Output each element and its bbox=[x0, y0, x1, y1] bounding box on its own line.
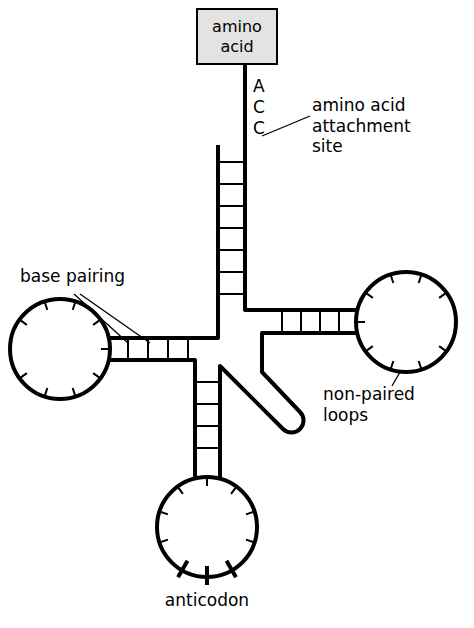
nucleotide-tick bbox=[45, 301, 48, 310]
nucleotide-tick bbox=[206, 477, 208, 486]
base-pair bbox=[187, 338, 189, 360]
anticodon-tick bbox=[205, 566, 209, 585]
base-pair bbox=[218, 227, 245, 229]
amino-acid-box: amino acid bbox=[196, 8, 278, 65]
anticodon-loop bbox=[157, 477, 257, 577]
base-pair bbox=[195, 403, 220, 405]
callout-label: anticodon bbox=[137, 590, 277, 611]
nucleotide-tick bbox=[101, 348, 110, 350]
nucleotide-letter: C bbox=[253, 118, 273, 139]
nucleotide-tick bbox=[45, 388, 48, 397]
nucleotide-tick bbox=[391, 361, 394, 370]
callout-label: amino acid attachment site bbox=[312, 95, 424, 157]
base-pair bbox=[319, 310, 321, 333]
nucleotide-tick bbox=[391, 274, 394, 283]
nucleotide-tick bbox=[439, 293, 446, 298]
backbone-strand bbox=[109, 145, 218, 338]
base-pair bbox=[218, 249, 245, 251]
base-pair bbox=[167, 338, 169, 360]
nucleotide-tick bbox=[419, 274, 422, 283]
base-pair bbox=[300, 310, 302, 333]
node-label: amino acid bbox=[206, 17, 268, 55]
base-pair bbox=[218, 293, 245, 295]
anticodon-tick bbox=[178, 561, 188, 577]
callout-label: base pairing bbox=[20, 266, 150, 287]
nucleotide-tick bbox=[366, 293, 373, 298]
nucleotide-tick bbox=[356, 321, 365, 323]
nucleotide-tick bbox=[73, 388, 76, 397]
anticodon-tick bbox=[227, 561, 237, 577]
nucleotide-tick bbox=[231, 487, 236, 494]
nucleotide-tick bbox=[159, 512, 168, 515]
base-pair bbox=[338, 310, 340, 333]
leader-line bbox=[80, 294, 150, 343]
nucleotide-tick bbox=[246, 512, 255, 515]
nucleotide-ticks bbox=[20, 274, 447, 585]
base-pair bbox=[218, 205, 245, 207]
base-pair bbox=[218, 271, 245, 273]
base-pair bbox=[218, 183, 245, 185]
nucleotide-tick bbox=[419, 361, 422, 370]
nucleotide-tick bbox=[93, 320, 100, 325]
nucleotide-tick bbox=[20, 373, 27, 378]
nucleotide-tick bbox=[20, 320, 27, 325]
nucleotide-letter: A bbox=[253, 76, 273, 97]
leader-lines bbox=[74, 116, 400, 386]
base-pair bbox=[195, 447, 220, 449]
nucleotide-tick bbox=[178, 487, 183, 494]
backbone-strand bbox=[109, 360, 195, 479]
t-loop bbox=[356, 272, 456, 372]
leader-line bbox=[392, 372, 400, 386]
leader-line bbox=[262, 116, 310, 136]
nucleotide-tick bbox=[159, 540, 168, 543]
callout-label: non-paired loops bbox=[323, 384, 428, 425]
nucleotide-tick bbox=[246, 540, 255, 543]
leader-line bbox=[74, 294, 128, 343]
base-pair bbox=[195, 381, 220, 383]
d-loop bbox=[10, 299, 110, 399]
base-pair bbox=[127, 338, 129, 360]
nucleotide-letter: C bbox=[253, 97, 273, 118]
nucleotide-tick bbox=[93, 373, 100, 378]
nucleotide-tick bbox=[439, 346, 446, 351]
nucleotide-tick bbox=[73, 301, 76, 310]
base-pair bbox=[195, 425, 220, 427]
base-pair-rungs bbox=[128, 162, 339, 448]
nucleotide-tick bbox=[366, 346, 373, 351]
base-pair bbox=[281, 310, 283, 333]
base-pair bbox=[218, 161, 245, 163]
